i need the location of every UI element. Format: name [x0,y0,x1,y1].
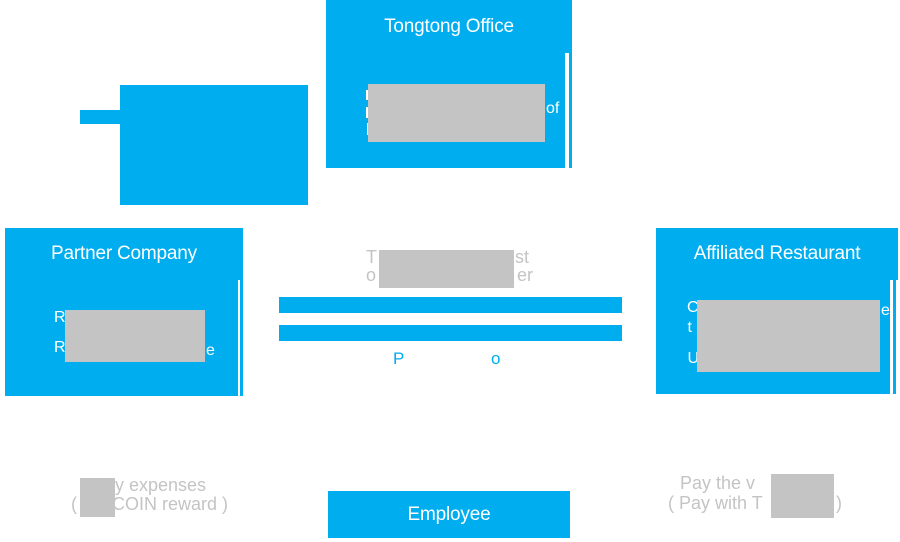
bottom-right-note-paren-close: ) [836,493,842,513]
redaction-mask-bottom-left [80,478,115,517]
text-sliver [366,106,369,118]
bottom-left-note-paren-open: ( [71,493,77,514]
employee-box: Employee [328,491,570,538]
left-graphic-block [120,85,308,205]
redaction-mask-bottom-right [771,474,834,518]
flow-label-fragment-o: o [491,349,501,368]
partner-company-right-line [239,280,243,396]
partner-text-fragment-r1: R [54,309,66,326]
affiliated-text-fragment-u: U [687,350,700,367]
tongtong-office-header: Tongtong Office [326,0,572,53]
partner-text-fragment-e: e [206,342,215,359]
bottom-right-note-line1: Pay the v [680,473,756,493]
flow-label-fragment-p: P [393,349,405,368]
affiliated-text-fragment-t: t [687,319,692,336]
tongtong-office-title: Tongtong Office [384,15,514,37]
text-sliver [366,90,369,100]
tongtong-office-right-line [568,53,572,168]
flow-caption-fragment-st: st [515,247,530,267]
left-graphic-tab [80,109,121,124]
redaction-mask-affiliated [697,300,880,372]
redaction-mask-tongtong [368,84,545,142]
bottom-left-note-line1: y expenses [115,475,207,495]
flow-bar-bottom [279,324,622,341]
flow-caption-fragment-t: T [366,247,377,267]
employee-title: Employee [407,503,491,525]
flow-caption-fragment-er: er [517,265,534,285]
affiliated-text-fragment-c: C [687,299,699,316]
flow-caption-fragment-o: o [366,265,377,285]
bottom-left-note-line2: COIN reward ) [112,493,229,514]
bottom-right-note-line2: ( Pay with T [668,493,763,513]
partner-company-header: Partner Company [5,228,243,280]
redaction-mask-partner [65,310,205,362]
redaction-mask-flow-caption [379,250,514,288]
affiliated-restaurant-title: Affiliated Restaurant [693,243,861,264]
flow-bar-top [279,297,622,313]
affiliated-restaurant-right-line [892,280,896,394]
affiliated-restaurant-header: Affiliated Restaurant [656,228,898,280]
affiliated-text-fragment-e: e [881,302,890,319]
tongtong-office-text-fragment-of: of [546,100,560,117]
partner-text-fragment-r2: R [54,339,66,356]
partner-company-title: Partner Company [51,243,197,264]
